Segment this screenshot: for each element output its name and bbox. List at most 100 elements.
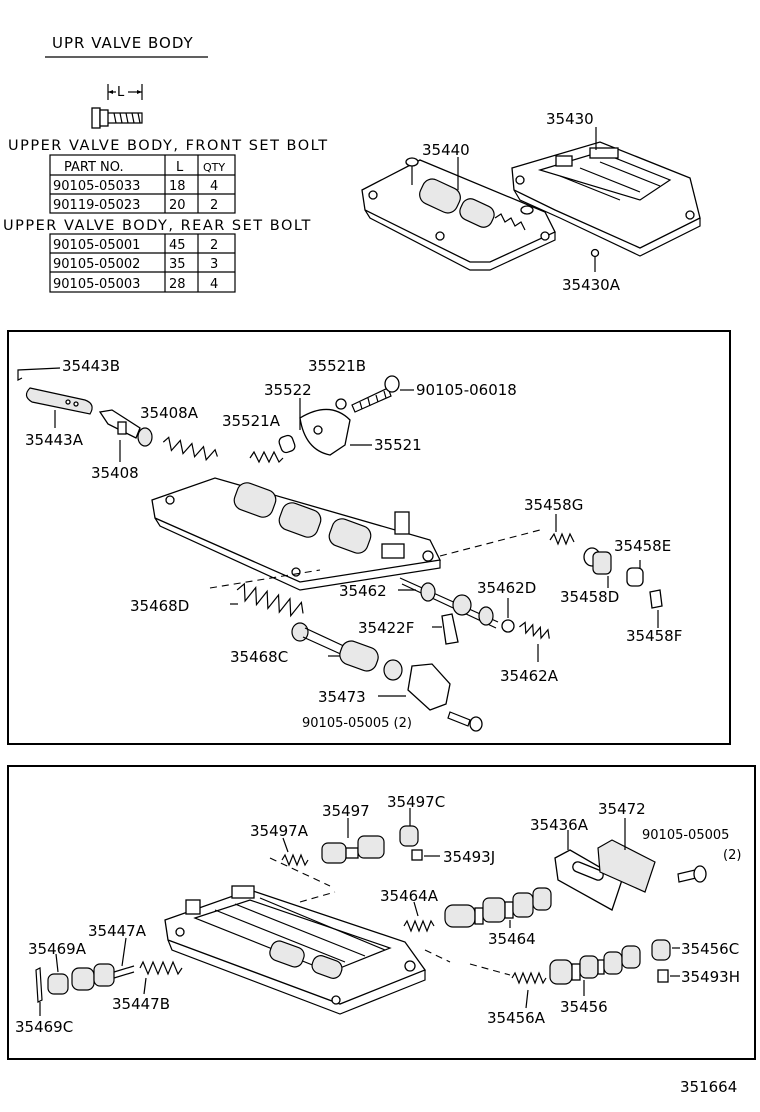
callout-35464a: 35464A	[380, 887, 439, 905]
spring-35468d	[236, 582, 304, 618]
callout-35521b: 35521B	[308, 357, 366, 375]
pin-35469c	[35, 967, 43, 1003]
callout-35436a: 35436A	[530, 816, 589, 834]
front-row-1-part: 90105-05033	[53, 179, 140, 194]
check-ball-35430a	[590, 248, 600, 258]
spring-35464a	[403, 919, 435, 933]
dashed-line-35464	[424, 949, 451, 963]
bolt-90105-05005-middle	[447, 711, 483, 732]
callout-35469a: 35469A	[28, 940, 87, 958]
dashed-line-35497-b	[299, 891, 336, 903]
callout-35462a: 35462A	[500, 667, 559, 685]
washer-35462d	[501, 619, 515, 633]
plug-35469a	[47, 973, 69, 995]
rear-row-2-part: 90105-05002	[53, 257, 140, 272]
callout-35493h: 35493H	[681, 968, 740, 986]
callout-35443a: 35443A	[25, 431, 84, 449]
callout-35458d: 35458D	[560, 588, 619, 606]
col-qty: QTY	[203, 161, 225, 174]
front-row-2-qty: 2	[210, 198, 218, 213]
callout-90105-06018: 90105-06018	[416, 381, 517, 399]
diagram-number: 351664	[680, 1078, 737, 1096]
callout-35473: 35473	[318, 688, 366, 706]
leader-35447b	[143, 977, 147, 995]
callout-35422f: 35422F	[358, 619, 414, 637]
callout-35497a: 35497A	[250, 822, 309, 840]
clip-35493h	[657, 969, 669, 983]
dashed-line-35468	[209, 569, 321, 589]
bolt-90105-05005-bottom	[677, 865, 707, 883]
col-part-no: PART NO.	[64, 160, 124, 175]
valve-35408	[98, 409, 153, 447]
dashed-line-35497	[269, 857, 331, 887]
callout-35430a: 35430A	[562, 276, 621, 294]
plug-35458e	[626, 567, 644, 587]
clip-35422f	[441, 613, 459, 645]
callout-35443b: 35443B	[62, 357, 120, 375]
callout-35456: 35456	[560, 998, 608, 1016]
rear-row-1-qty: 2	[210, 238, 218, 253]
rear-row-2-l: 35	[169, 257, 186, 272]
callout-35464: 35464	[488, 930, 536, 948]
upper-valve-body-assembly-35440	[361, 157, 556, 271]
pin-35443b	[17, 367, 61, 381]
rear-row-3-l: 28	[169, 277, 186, 292]
callout-35493j: 35493J	[443, 848, 495, 866]
front-bolt-table	[49, 154, 236, 214]
callout-35521a: 35521A	[222, 412, 281, 430]
valve-35468c	[291, 622, 403, 681]
callout-35462: 35462	[339, 582, 387, 600]
callout-35497: 35497	[322, 802, 370, 820]
leader-35447a	[121, 937, 127, 967]
callout-35408: 35408	[91, 464, 139, 482]
rear-row-1-part: 90105-05001	[53, 238, 140, 253]
rear-row-3-qty: 4	[210, 277, 218, 292]
lever-35521	[299, 408, 351, 456]
front-bolt-heading: UPPER VALVE BODY, FRONT SET BOLT	[8, 138, 329, 154]
lower-valve-body	[164, 885, 427, 1015]
clip-35493j	[411, 849, 423, 861]
spring-35456a	[511, 971, 547, 985]
rear-row-2-qty: 3	[210, 257, 218, 272]
leader-35464a	[413, 901, 419, 917]
plug-35497c	[399, 825, 419, 847]
rear-bolt-heading: UPPER VALVE BODY, REAR SET BOLT	[3, 218, 312, 234]
gasket-35436a	[554, 849, 623, 911]
valve-35497	[321, 835, 385, 864]
callout-35472: 35472	[598, 800, 646, 818]
callout-35468c: 35468C	[230, 648, 288, 666]
spring-35521a	[249, 450, 284, 464]
callout-35462d: 35462D	[477, 579, 536, 597]
rear-bolt-table	[49, 233, 236, 293]
callout-35447a: 35447A	[88, 922, 147, 940]
leader-35469a	[55, 953, 59, 973]
spring-35462a	[519, 621, 550, 640]
front-row-1-qty: 4	[210, 179, 218, 194]
spring-35497a	[281, 853, 309, 867]
callout-35458f: 35458F	[626, 627, 682, 645]
upper-valve-body-middle	[151, 477, 441, 591]
sleeve-35443a	[25, 387, 93, 415]
callout-90105-05005: 90105-05005	[642, 828, 729, 843]
cover-35472	[597, 839, 656, 893]
valve-35456	[549, 945, 641, 985]
set-bolt-illustration	[91, 84, 143, 129]
rear-row-3-part: 90105-05003	[53, 277, 140, 292]
callout-35430: 35430	[546, 110, 594, 128]
valve-body-plate-35430	[511, 141, 701, 257]
valve-35458d	[583, 547, 612, 575]
valve-35462	[399, 577, 499, 629]
plug-35456c	[651, 939, 671, 961]
length-symbol: L	[117, 85, 125, 100]
valve-35447a	[71, 963, 135, 991]
callout-35408a: 35408A	[140, 404, 199, 422]
bolt-90105-06018	[351, 375, 400, 413]
leader-35497a	[282, 837, 289, 853]
col-l: L	[176, 160, 184, 175]
callout-35521: 35521	[374, 436, 422, 454]
callout-35456c: 35456C	[681, 940, 739, 958]
spring-35408a	[162, 436, 218, 462]
rear-row-1-l: 45	[169, 238, 186, 253]
callout-35456a: 35456A	[487, 1009, 546, 1027]
